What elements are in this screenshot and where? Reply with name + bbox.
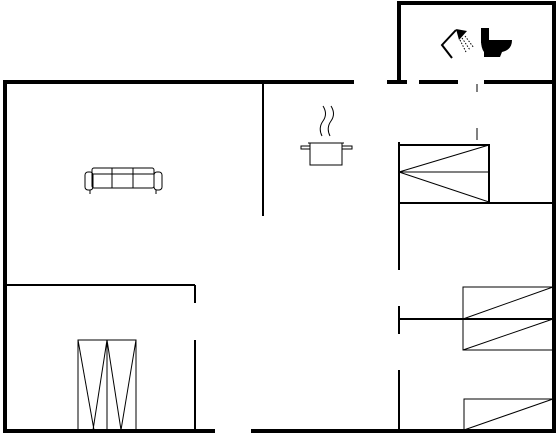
double-bed-icon bbox=[77, 339, 137, 431]
outer-walls bbox=[3, 1, 556, 433]
shower-icon bbox=[440, 29, 475, 59]
cooking-pot-icon bbox=[300, 105, 353, 166]
interior-walls bbox=[6, 84, 554, 430]
sofa-icon bbox=[84, 167, 163, 194]
toilet-icon bbox=[481, 28, 512, 57]
bunk-bed-icon bbox=[462, 286, 554, 351]
single-bed-icon bbox=[463, 398, 554, 431]
single-bed-icon bbox=[398, 144, 490, 203]
